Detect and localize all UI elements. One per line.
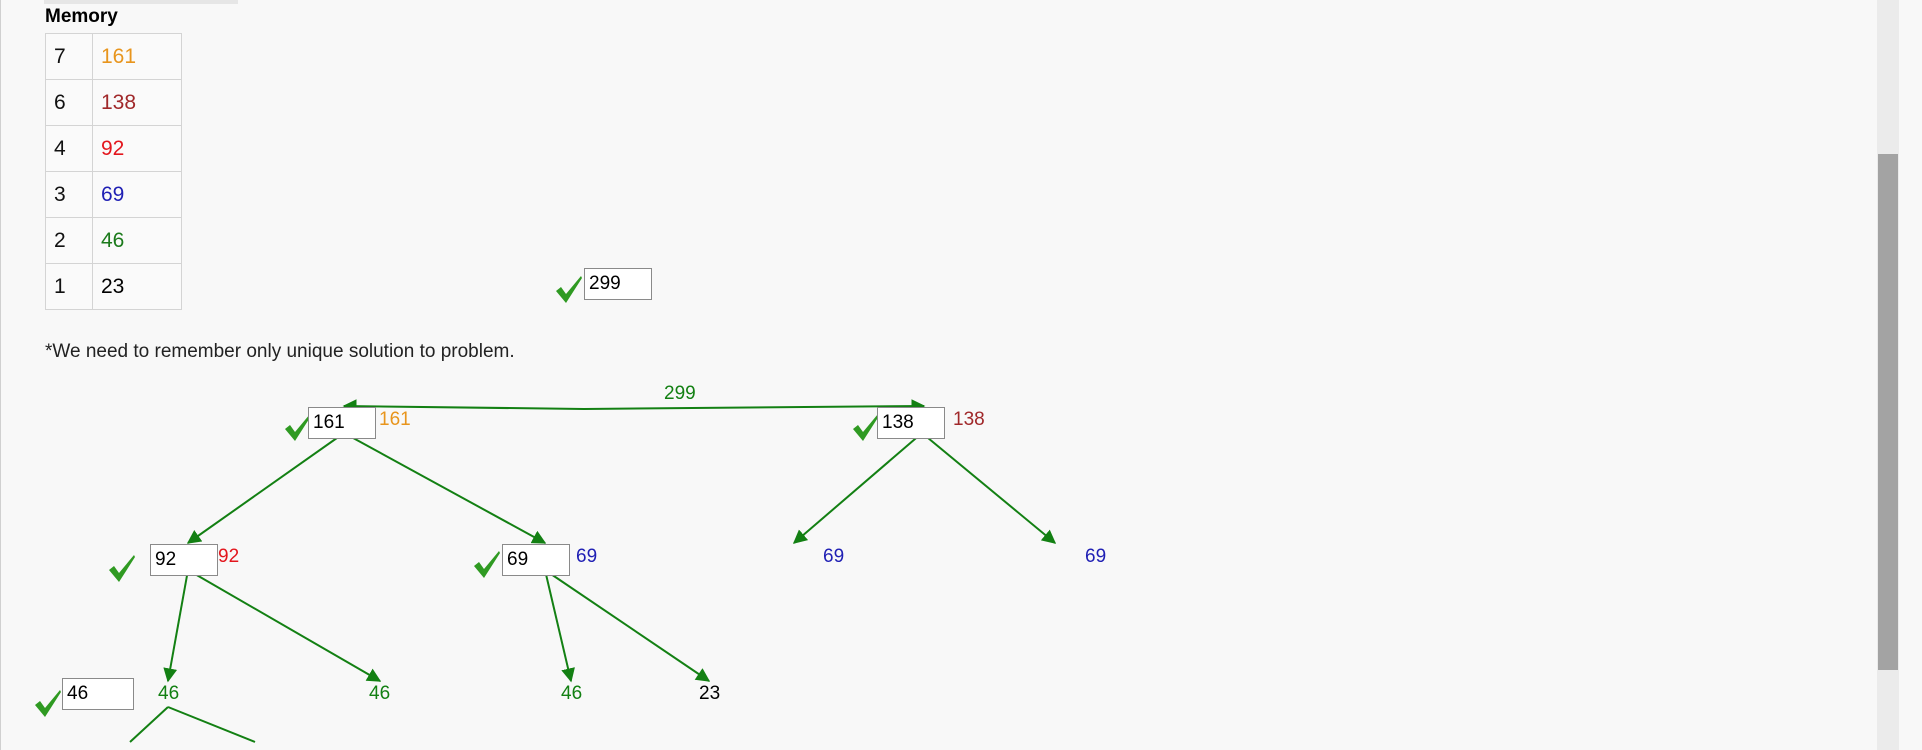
memory-title: Memory (45, 6, 118, 27)
vertical-scrollbar-thumb[interactable] (1878, 154, 1898, 670)
checkmark-icon (474, 551, 500, 578)
memory-key: 1 (45, 263, 93, 310)
root-sum-label: 299 (664, 383, 696, 404)
edge-138-69a (792, 432, 923, 544)
memory-value: 92 (92, 125, 182, 172)
memory-value: 23 (92, 263, 182, 310)
node-92-memo: 92 (218, 546, 240, 567)
memory-value: 69 (92, 171, 182, 218)
edge-46-right (167, 706, 256, 743)
edge-46-left (129, 706, 169, 743)
memory-key: 4 (45, 125, 93, 172)
edge-138-69b (921, 432, 1057, 544)
leaf-46-label: 46 (561, 683, 583, 704)
checkmark-icon (35, 690, 61, 717)
checkmark-icon (285, 414, 311, 441)
leaf-46-label: 46 (369, 683, 391, 704)
edge-69-23 (544, 569, 711, 682)
node-69-memo: 69 (576, 546, 598, 567)
node-69-input[interactable] (502, 544, 570, 576)
edge-161-92 (186, 432, 345, 544)
checkmark-icon (853, 414, 879, 441)
leaf-23-label: 23 (699, 683, 721, 704)
node-46-input[interactable] (62, 678, 134, 710)
leaf-69-label: 69 (1085, 546, 1107, 567)
edge-root-161 (342, 399, 585, 414)
checkmark-icon (109, 555, 135, 582)
edge-69-46c (544, 569, 575, 683)
node-161-input[interactable] (308, 407, 376, 439)
memory-value: 46 (92, 217, 182, 264)
memoization-note: *We need to remember only unique solutio… (45, 341, 515, 362)
node-92-input[interactable] (150, 544, 218, 576)
edge-161-69 (343, 432, 547, 544)
leaf-69-label: 69 (823, 546, 845, 567)
edge-root-138 (583, 399, 926, 414)
top-divider (44, 0, 238, 4)
page-left-border (0, 0, 1, 750)
edge-92-46b (187, 569, 382, 682)
memory-key: 7 (45, 33, 93, 80)
leaf-46-label: 46 (158, 683, 180, 704)
checkmark-icon (556, 276, 582, 303)
node-138-memo: 138 (953, 409, 985, 430)
edge-92-46a (163, 569, 189, 683)
answer-input[interactable] (584, 268, 652, 300)
memory-key: 3 (45, 171, 93, 218)
node-161-memo: 161 (379, 409, 411, 430)
node-138-input[interactable] (877, 407, 945, 439)
